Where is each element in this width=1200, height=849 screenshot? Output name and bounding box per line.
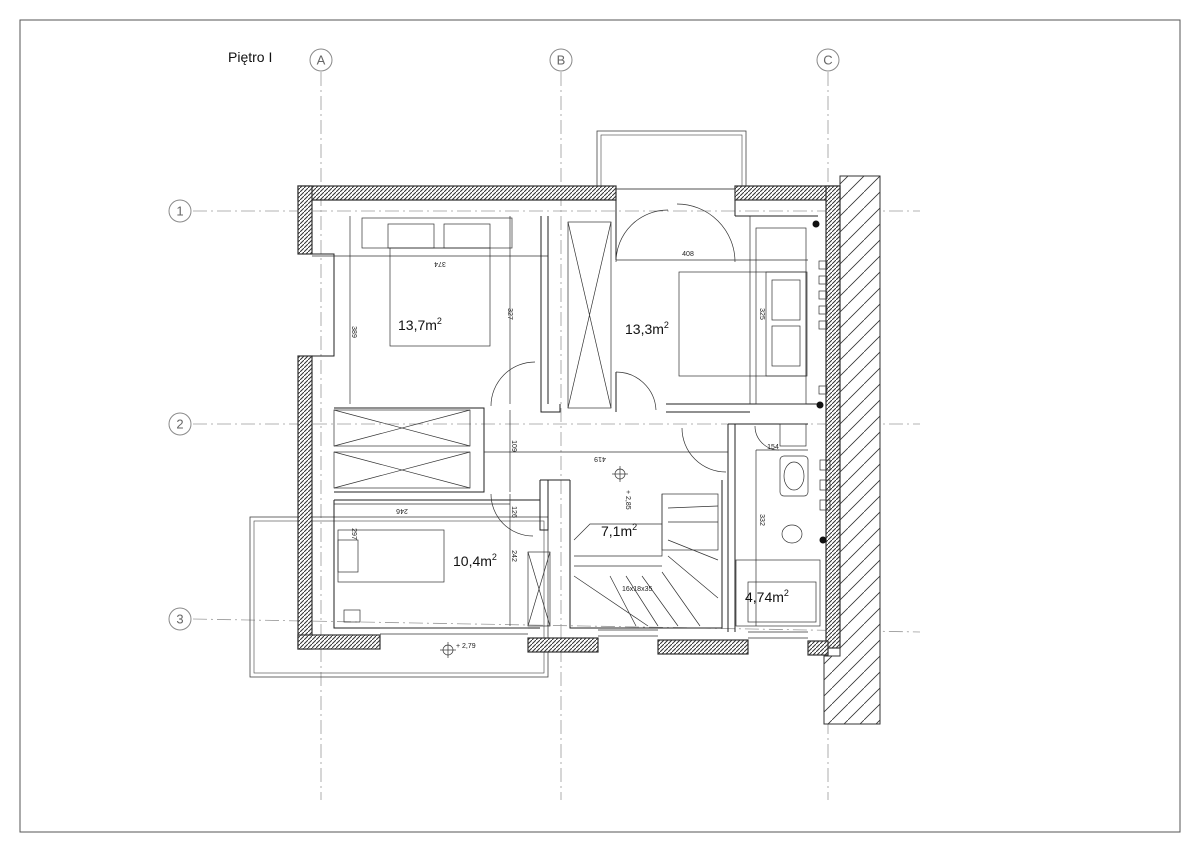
axis-bubble-1: 1: [168, 199, 192, 223]
symbols-column: [812, 220, 831, 544]
dim-label: 374: [434, 260, 446, 267]
exterior-walls: [297, 185, 841, 656]
svg-text:3: 3: [176, 612, 183, 627]
dim-label: 389: [350, 326, 357, 338]
dim-label: 154: [767, 444, 779, 451]
svg-text:2: 2: [176, 417, 183, 432]
door-swings: [490, 203, 780, 537]
svg-text:C: C: [823, 53, 832, 68]
axis-bubble-2: 2: [168, 412, 192, 436]
dim-label: 109: [510, 440, 517, 452]
dim-label: 419: [594, 455, 606, 462]
bed-2: [678, 227, 808, 405]
svg-text:B: B: [557, 53, 566, 68]
room-area-label: 7,1m2: [601, 522, 637, 539]
axis-bubble-c: C: [816, 48, 840, 72]
terrace: [249, 516, 549, 678]
dim-label: 297: [350, 528, 357, 540]
bathroom-fixtures: [735, 455, 821, 627]
interior-walls: [312, 199, 820, 639]
adjacent-wall: [823, 175, 881, 725]
room-area-label: 13,3m2: [625, 320, 669, 337]
bed-3: [337, 529, 445, 623]
dimension-labels: 374 408 327 389 325 109 419 154 246 126 …: [350, 251, 779, 562]
stairs-label: 16x18x35: [622, 586, 652, 593]
room-area-label: 13,7m2: [398, 316, 442, 333]
sheet-frame: [19, 19, 1181, 833]
level-marker-landing: + 2,85: [612, 466, 631, 510]
dim-label: 325: [758, 308, 765, 320]
axis-bubble-a: A: [309, 48, 333, 72]
svg-text:A: A: [317, 53, 326, 68]
level-marker-terrace: + 2,79: [440, 642, 476, 658]
dim-label: 246: [396, 507, 408, 514]
axis-bubble-3: 3: [168, 607, 192, 631]
dimension-lines: [312, 216, 808, 626]
dim-label: 126: [510, 506, 517, 518]
dim-label: 327: [506, 308, 513, 320]
bed-1: [361, 217, 513, 347]
room-area-label: 10,4m2: [453, 552, 497, 569]
plan-title: Piętro I: [228, 49, 272, 65]
svg-text:+ 2,79: + 2,79: [456, 643, 476, 650]
dim-label: 408: [682, 251, 694, 258]
dim-label: 242: [510, 550, 517, 562]
staircase: [573, 493, 719, 627]
svg-text:+ 2,85: + 2,85: [624, 490, 631, 510]
room-area-label: 4,74m2: [745, 588, 789, 605]
svg-text:1: 1: [176, 204, 183, 219]
dim-label: 332: [758, 514, 765, 526]
balcony: [596, 130, 747, 190]
axis-bubble-b: B: [549, 48, 573, 72]
